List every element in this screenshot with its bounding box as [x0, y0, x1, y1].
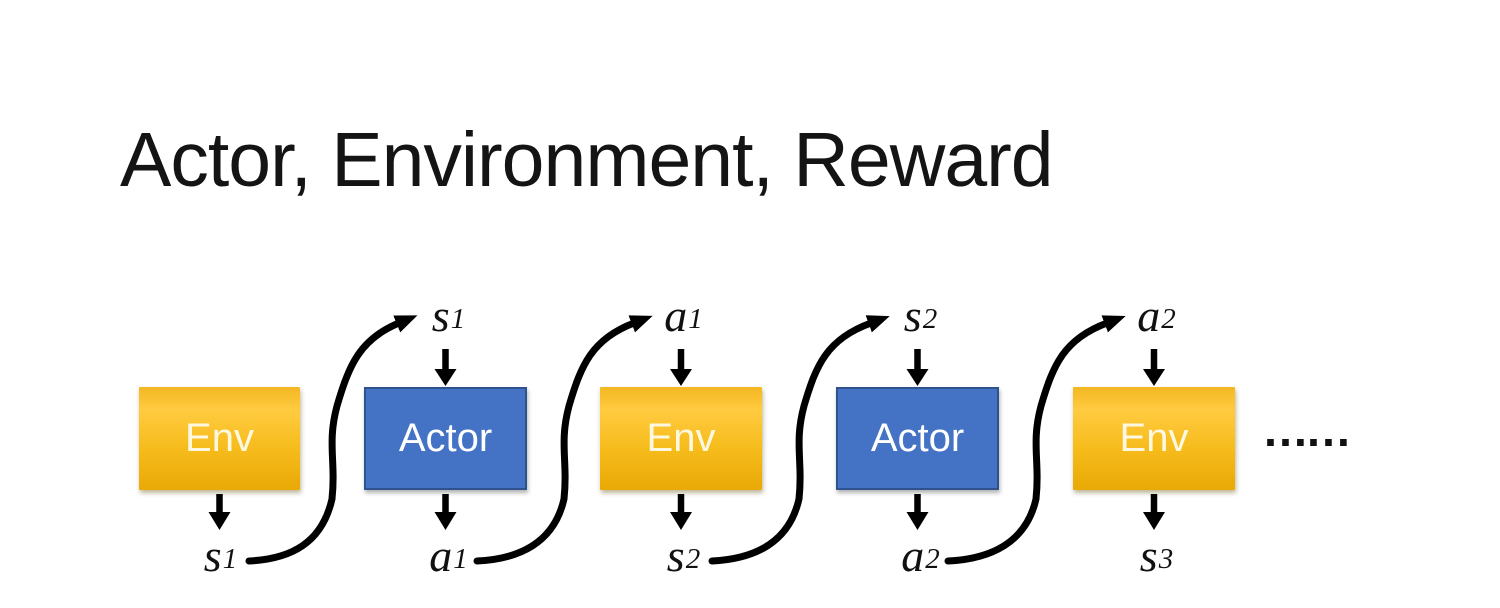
down-arrow-bottom-4-head [906, 512, 929, 530]
ellipsis-dots: …… [1262, 403, 1352, 456]
box-env-1-label: Env [185, 416, 254, 460]
down-arrow-bottom-1-head [208, 512, 231, 530]
down-arrow-bottom-2-head [434, 512, 457, 530]
box-env-3-label: Env [1119, 416, 1189, 460]
down-arrow-top-1-head [434, 369, 457, 386]
down-arrow-top-2-head [670, 369, 692, 386]
box-actor-2: Actor [836, 387, 999, 490]
down-arrow-top-4-head [1143, 369, 1165, 386]
down-arrow-bottom-3-head [670, 512, 692, 530]
box-actor-1-label: Actor [398, 416, 493, 460]
slide-title: Actor, Environment, Reward [120, 117, 1054, 203]
down-arrow-bottom-5-head [1143, 512, 1165, 530]
box-actor-2-label: Actor [870, 416, 965, 460]
box-actor-1: Actor [364, 387, 527, 490]
box-env-3: Env [1073, 387, 1235, 490]
box-env-2-label: Env [646, 416, 716, 460]
box-env-1: Env [139, 387, 300, 490]
box-env-2: Env [600, 387, 762, 490]
down-arrow-top-3-head [906, 369, 929, 386]
